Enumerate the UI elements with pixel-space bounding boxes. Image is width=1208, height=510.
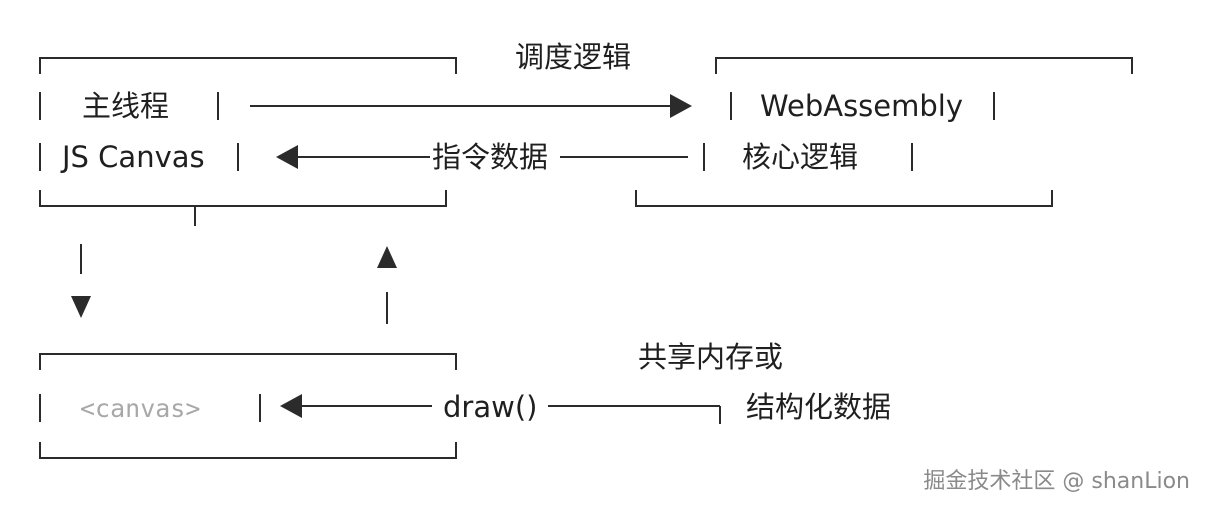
arrow-draw-to-canvas-head: [280, 394, 302, 418]
arrow-wasm-to-jscanvas-head: [276, 145, 298, 169]
webassembly-box-top-bracket: [715, 57, 1133, 74]
canvas-element-label: <canvas>: [80, 394, 200, 423]
arrow-draw-to-canvas: draw(): [280, 390, 721, 424]
arrow-wasm-to-jscanvas: 指令数据: [276, 140, 688, 174]
arrow-up-to-main: [377, 246, 397, 324]
arrow-up-to-main-head: [377, 246, 397, 268]
arrow-down-to-canvas-head: [71, 296, 91, 318]
canvas-element-box-bottom-bracket: [39, 442, 457, 459]
arrow-main-to-wasm: [250, 94, 692, 118]
draw-call-label: draw(): [443, 390, 537, 424]
webassembly-box: WebAssembly 核心逻辑: [635, 57, 1133, 207]
watermark-text: 掘金技术社区 @ shanLion: [923, 469, 1190, 494]
shared-memory-label-line1: 共享内存或: [638, 340, 783, 374]
js-canvas-label: JS Canvas: [60, 140, 205, 174]
main-thread-box-top-bracket: [39, 57, 457, 74]
arrow-down-to-canvas: [71, 244, 91, 318]
webassembly-label: WebAssembly: [760, 89, 963, 123]
scheduling-logic-label: 调度逻辑: [515, 40, 631, 74]
main-thread-label: 主线程: [82, 89, 169, 123]
arrow-main-to-wasm-head: [670, 94, 692, 118]
webassembly-box-bottom-bracket: [635, 190, 1053, 207]
instruction-data-label: 指令数据: [432, 140, 548, 174]
main-thread-box-bottom-bracket: [39, 190, 447, 207]
canvas-element-box-top-bracket: [39, 353, 457, 370]
canvas-element-box: <canvas>: [39, 353, 457, 459]
core-logic-label: 核心逻辑: [742, 140, 858, 174]
shared-memory-label-line2: 结构化数据: [746, 390, 891, 424]
main-thread-box: 主线程 JS Canvas: [39, 57, 457, 226]
